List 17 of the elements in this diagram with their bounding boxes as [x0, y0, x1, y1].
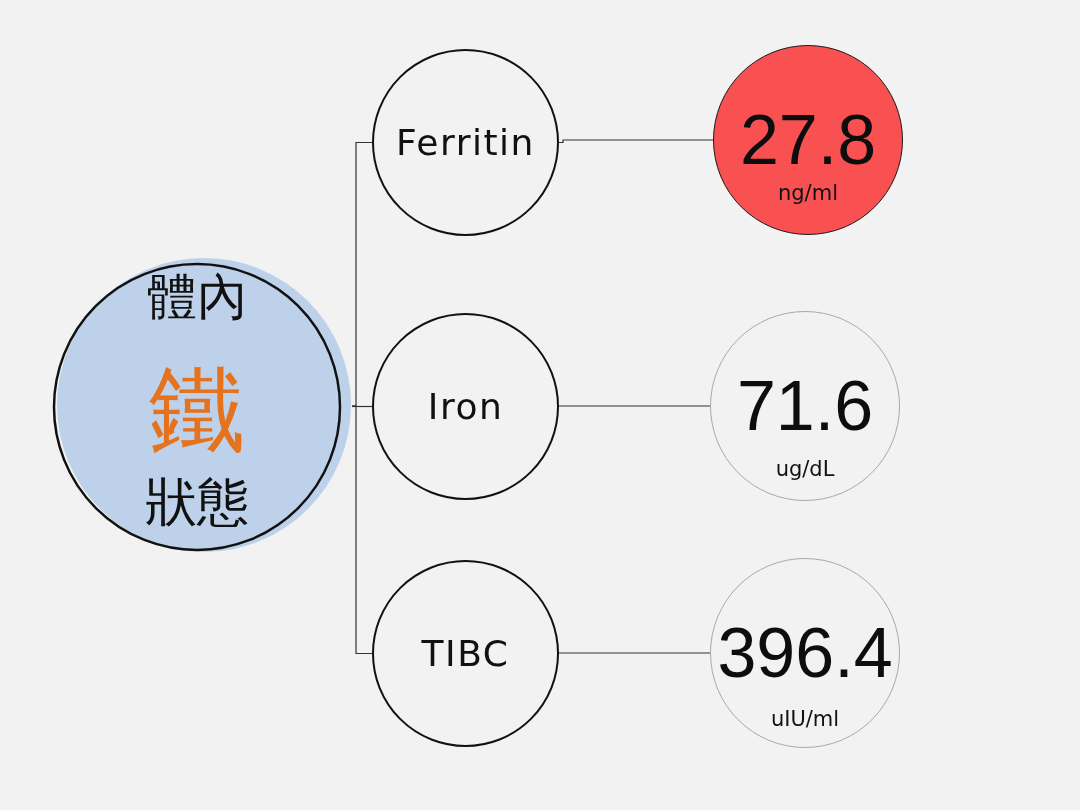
unit-label: ng/ml [777, 180, 839, 207]
test-name: Iron [427, 386, 504, 427]
circle-node [52, 258, 352, 554]
value-number: 27.8 [738, 100, 878, 180]
connector-line [558, 405, 711, 407]
heading-text: 狀態 [144, 474, 250, 532]
connector-line [558, 139, 714, 144]
value-number: 396.4 [716, 613, 894, 693]
key-character: 鐵 [148, 357, 246, 463]
connector-line [558, 652, 711, 654]
connector-line [351, 405, 373, 655]
test-name: Ferritin [396, 122, 535, 163]
unit-label: ug/dL [774, 456, 836, 483]
unit-label: uIU/ml [769, 706, 841, 733]
heading-text: 體內 [146, 269, 248, 325]
test-name: TIBC [421, 633, 510, 674]
value-number: 71.6 [735, 366, 875, 446]
